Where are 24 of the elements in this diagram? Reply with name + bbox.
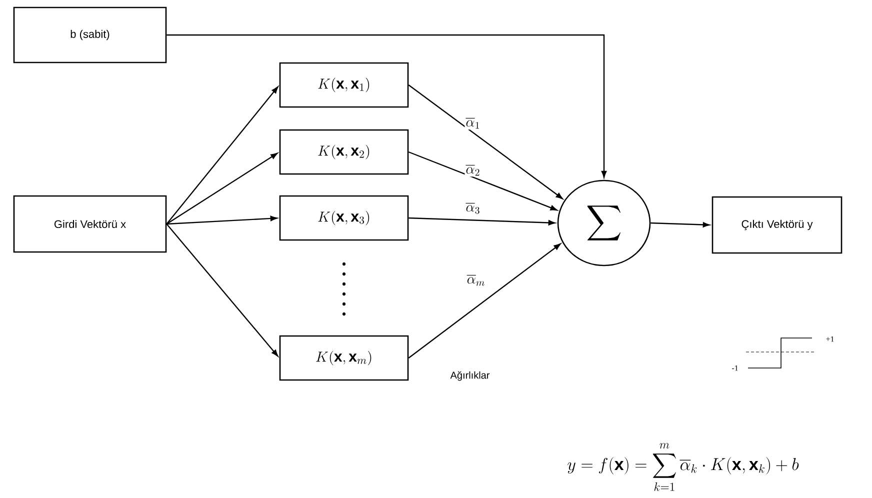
edge-label: $\overline{\alpha}_{2}$ (464, 163, 482, 177)
arrow (650, 222, 710, 228)
arrow (166, 224, 278, 356)
edge-label: $\overline{\alpha}_{3}$ (464, 201, 482, 215)
edge-label: $\overline{\alpha}_{1}$ (464, 116, 482, 130)
arrow (166, 86, 278, 224)
weights-label: Ağırlıklar (450, 371, 490, 381)
arrow (408, 217, 556, 226)
arrow (408, 84, 563, 200)
formula: $y = f(\mathbf{x}) = \sum_{k=1}^{m} \overline{\alpha}_{k} \cdot K(\mathbf{x}, \mathbf{x}_{k}) + b$ (568, 443, 799, 491)
kernel-box: $K(\mathbf{x}, \mathbf{x}_{1})$ (279, 62, 409, 108)
step-value-label: -1 (732, 365, 738, 371)
kernel-box: $K(\mathbf{x}, \mathbf{x}_{m})$ (279, 335, 409, 381)
arrow (408, 243, 561, 358)
step-value-label: +1 (826, 336, 834, 342)
output-box: Çıktı Vektörü y (712, 196, 842, 254)
kernel-box: $K(\mathbf{x}, \mathbf{x}_{2})$ (279, 129, 409, 175)
arrow (166, 152, 278, 225)
arrow (166, 216, 278, 225)
arrow (408, 151, 558, 211)
bias-box: b (sabit) (13, 6, 167, 64)
arrow (166, 34, 607, 178)
kernel-box: $K(\mathbf{x}, \mathbf{x}_{3})$ (279, 195, 409, 241)
input-box: Girdi Vektörü x (13, 195, 167, 253)
